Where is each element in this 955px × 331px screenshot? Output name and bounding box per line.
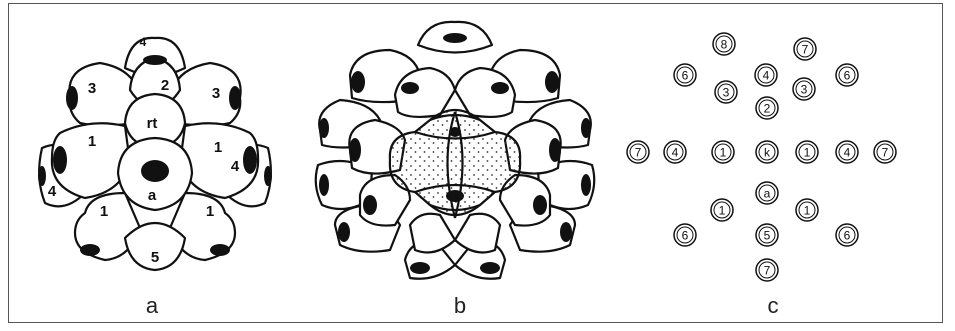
cell-circle-1: 1	[796, 199, 818, 221]
label-1-left: 1	[88, 133, 96, 150]
dot-top	[143, 55, 167, 65]
cell-circle-6: 6	[836, 224, 858, 246]
cell-circle-label: 3	[723, 86, 730, 100]
cell-circle-label: 7	[882, 146, 889, 160]
caption-a: a	[132, 293, 172, 319]
cell-circle-7: 7	[874, 141, 896, 163]
caption-b: b	[440, 293, 480, 319]
cell-circle-8: 8	[713, 33, 735, 55]
panel-c-diagram: 8 7 6 4 6 3 3 2 7 4 1 k 1 4 7 a 1 1 6 5 6 7	[625, 30, 915, 285]
cell-circle-k: k	[756, 141, 778, 163]
label-3-right: 3	[212, 85, 220, 102]
label-1-bottom-left: 1	[100, 203, 108, 220]
label-4-left: 4	[48, 183, 57, 200]
label-rt: rt	[147, 115, 158, 132]
cell-circle-a: a	[756, 182, 778, 204]
cell-circle-label: 6	[682, 69, 689, 83]
cell-circle-1: 1	[711, 199, 733, 221]
cell-circle-label: 7	[802, 43, 809, 57]
cell-circle-label: 4	[763, 69, 770, 83]
cell-circle-label: 1	[804, 146, 811, 160]
cell-circle-label: k	[764, 146, 771, 160]
label-2: 2	[161, 77, 169, 94]
cell-circle-label: 4	[844, 146, 851, 160]
cell-circle-label: a	[764, 187, 771, 201]
label-1-right: 1	[214, 139, 222, 156]
cell-circle-label: 8	[721, 38, 728, 52]
cell-circle-6: 6	[674, 224, 696, 246]
label-1-bottom-right: 1	[206, 203, 214, 220]
cell-circle-4: 4	[664, 141, 686, 163]
cell-a-nucleus	[141, 160, 169, 182]
cell-circle-label: 2	[764, 102, 771, 116]
cell-circle-4: 4	[836, 141, 858, 163]
cell-circle-7: 7	[627, 141, 649, 163]
cell-circle-6: 6	[836, 64, 858, 86]
cell-circle-1: 1	[712, 141, 734, 163]
cell-circle-label: 1	[720, 146, 727, 160]
label-3-left: 3	[88, 80, 96, 97]
cell-circle-label: 7	[635, 146, 642, 160]
cell-circle-1: 1	[796, 141, 818, 163]
label-a: a	[148, 187, 157, 204]
caption-c: c	[753, 293, 793, 319]
cell-circle-label: 3	[801, 83, 808, 97]
cell-circle-6: 6	[674, 64, 696, 86]
cell-circle-label: 6	[682, 229, 689, 243]
panel-b-diagram	[310, 20, 600, 290]
cell-circle-label: 1	[719, 204, 726, 218]
cell-circle-3: 3	[793, 78, 815, 100]
cell-circle-label: 1	[804, 204, 811, 218]
cell-circle-3: 3	[715, 81, 737, 103]
label-5: 5	[151, 249, 159, 266]
cell-circle-label: 7	[764, 264, 771, 278]
cell-circle-label: 5	[764, 229, 771, 243]
cell-circle-7: 7	[756, 259, 778, 281]
cell-circle-7: 7	[794, 38, 816, 60]
cell-circle-4: 4	[755, 64, 777, 86]
cell-circle-label: 4	[672, 146, 679, 160]
cell-circle-2: 2	[756, 97, 778, 119]
cell-circle-5: 5	[756, 224, 778, 246]
panel-a-diagram: 4 2 3 3 rt 1 1 4 4 a 1 1 5	[30, 28, 280, 288]
label-4-right: 4	[231, 158, 240, 175]
cell-circle-label: 6	[844, 229, 851, 243]
label-top-4: 4	[140, 35, 147, 49]
cell-circle-label: 6	[844, 69, 851, 83]
